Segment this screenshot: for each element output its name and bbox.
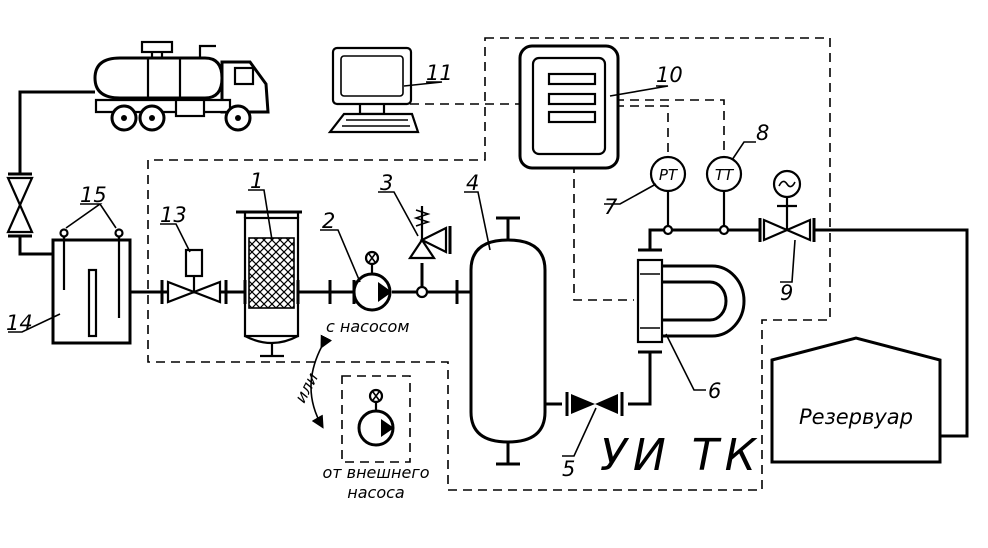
- tt-label: TT: [715, 166, 735, 184]
- num-14: 14: [6, 311, 33, 335]
- computer-11: [327, 46, 420, 134]
- sensor-tt-8: TT: [705, 155, 743, 236]
- component-numbers: 1 2 3 4 5 6 7 8 9 10 11 13 14 15: [6, 61, 793, 481]
- num-3: 3: [380, 171, 393, 195]
- num-4: 4: [466, 171, 479, 195]
- controller-10: [518, 44, 620, 170]
- or-label: или: [291, 370, 322, 406]
- num-5: 5: [562, 457, 575, 481]
- num-7: 7: [604, 195, 618, 219]
- num-13: 13: [160, 203, 187, 227]
- num-15: 15: [80, 183, 107, 207]
- num-2: 2: [322, 209, 335, 233]
- safety-valve-3: [407, 206, 452, 299]
- external-pump-label-2: насоса: [347, 483, 404, 502]
- tank-14: [51, 228, 132, 345]
- pump-label: с насосом: [326, 317, 409, 336]
- or-arrow: или: [291, 334, 333, 429]
- external-pump-box: [341, 375, 411, 463]
- control-valve-9: [758, 169, 816, 242]
- external-pump: [357, 388, 395, 447]
- valve-13: [160, 248, 228, 304]
- inlet-valve: [6, 172, 34, 238]
- reservoir: Резервуар: [770, 336, 942, 464]
- pipe-truck-to-tank: [18, 90, 95, 174]
- unit-boundary: [147, 37, 831, 491]
- num-8: 8: [756, 121, 769, 145]
- pt-label: PT: [659, 166, 679, 184]
- pump-2: [328, 250, 392, 312]
- filter-1: [236, 210, 302, 358]
- signal-line-tt: [615, 99, 725, 156]
- num-1: 1: [250, 169, 263, 193]
- signal-line-pt: [615, 105, 669, 156]
- num-11: 11: [426, 61, 453, 85]
- pipe-valve5-to-flowmeter: [628, 352, 652, 406]
- separator-4: [455, 216, 547, 466]
- flowmeter-6: [636, 248, 746, 354]
- num-6: 6: [708, 379, 721, 403]
- num-10: 10: [656, 63, 683, 87]
- external-pump-label-1: от внешнего: [322, 463, 429, 482]
- reservoir-label: Резервуар: [799, 405, 913, 429]
- signal-line-flowmeter: [573, 164, 634, 301]
- leader-lines: [8, 81, 796, 457]
- pipe-valve-to-tank: [18, 236, 53, 256]
- tank-truck: [93, 40, 270, 132]
- num-9: 9: [780, 281, 793, 305]
- unit-title: УИ ТК: [600, 430, 762, 481]
- sensor-pt-7: PT: [649, 155, 687, 236]
- pipe-valve9-to-reservoir: [814, 228, 969, 438]
- dashed-boundaries: [147, 37, 831, 491]
- valve-5: [565, 392, 624, 416]
